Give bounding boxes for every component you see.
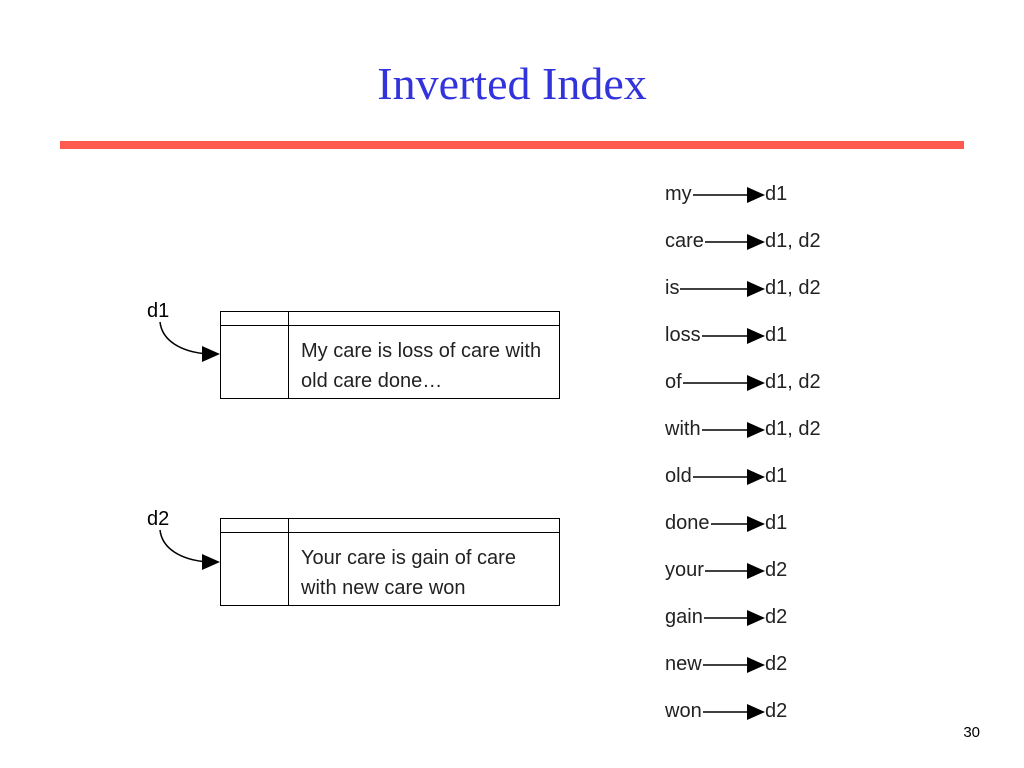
- slide-title: Inverted Index: [377, 58, 647, 109]
- index-row: with d1, d2: [665, 405, 965, 452]
- index-term: my: [665, 183, 693, 205]
- index-row: my d1: [665, 170, 965, 217]
- index-term: with: [665, 418, 702, 440]
- posting-list: d2: [765, 653, 788, 675]
- posting-list: d1: [765, 465, 788, 487]
- posting-list: d1, d2: [765, 371, 821, 393]
- document-record-d1: My care is loss of care with old care do…: [220, 311, 560, 399]
- index-term: gain: [665, 606, 704, 628]
- title-rule: [60, 141, 964, 149]
- index-row: gain d2: [665, 593, 965, 640]
- index-row: done d1: [665, 499, 965, 546]
- index-row: is d1, d2: [665, 264, 965, 311]
- posting-list: d2: [765, 559, 788, 581]
- doc-label-d1: d1: [147, 300, 170, 322]
- posting-list: d1: [765, 324, 788, 346]
- record-header: [221, 312, 559, 326]
- index-term: done: [665, 512, 711, 534]
- posting-list: d2: [765, 606, 788, 628]
- curved-arrow-icon: [159, 321, 220, 362]
- index-row: loss d1: [665, 311, 965, 358]
- document-text-d1: My care is loss of care with old care do…: [301, 340, 542, 392]
- index-term: care: [665, 230, 705, 252]
- record-divider: [288, 312, 289, 398]
- posting-list: d1, d2: [765, 418, 821, 440]
- index-term: new: [665, 653, 703, 675]
- doc-label-d2: d2: [147, 508, 170, 530]
- record-header: [221, 519, 559, 533]
- index-row: new d2: [665, 640, 965, 687]
- index-row: care d1, d2: [665, 217, 965, 264]
- posting-list: d2: [765, 700, 788, 722]
- index-row: of d1, d2: [665, 358, 965, 405]
- index-term: loss: [665, 324, 702, 346]
- posting-list: d1, d2: [765, 277, 821, 299]
- index-row: old d1: [665, 452, 965, 499]
- document-text-d2: Your care is gain of care with new care …: [301, 547, 516, 599]
- curved-arrow-icon: [159, 529, 220, 570]
- index-row: won d2: [665, 687, 965, 734]
- index-term: of: [665, 371, 683, 393]
- posting-list: d1: [765, 183, 788, 205]
- index-row: your d2: [665, 546, 965, 593]
- posting-list: d1: [765, 512, 788, 534]
- index-term: your: [665, 559, 705, 581]
- record-divider: [288, 519, 289, 605]
- index-term: is: [665, 277, 681, 299]
- page-number: 30: [963, 724, 980, 741]
- document-record-d2: Your care is gain of care with new care …: [220, 518, 560, 606]
- index-term: old: [665, 465, 693, 487]
- posting-list: d1, d2: [765, 230, 821, 252]
- index-term: won: [665, 700, 703, 722]
